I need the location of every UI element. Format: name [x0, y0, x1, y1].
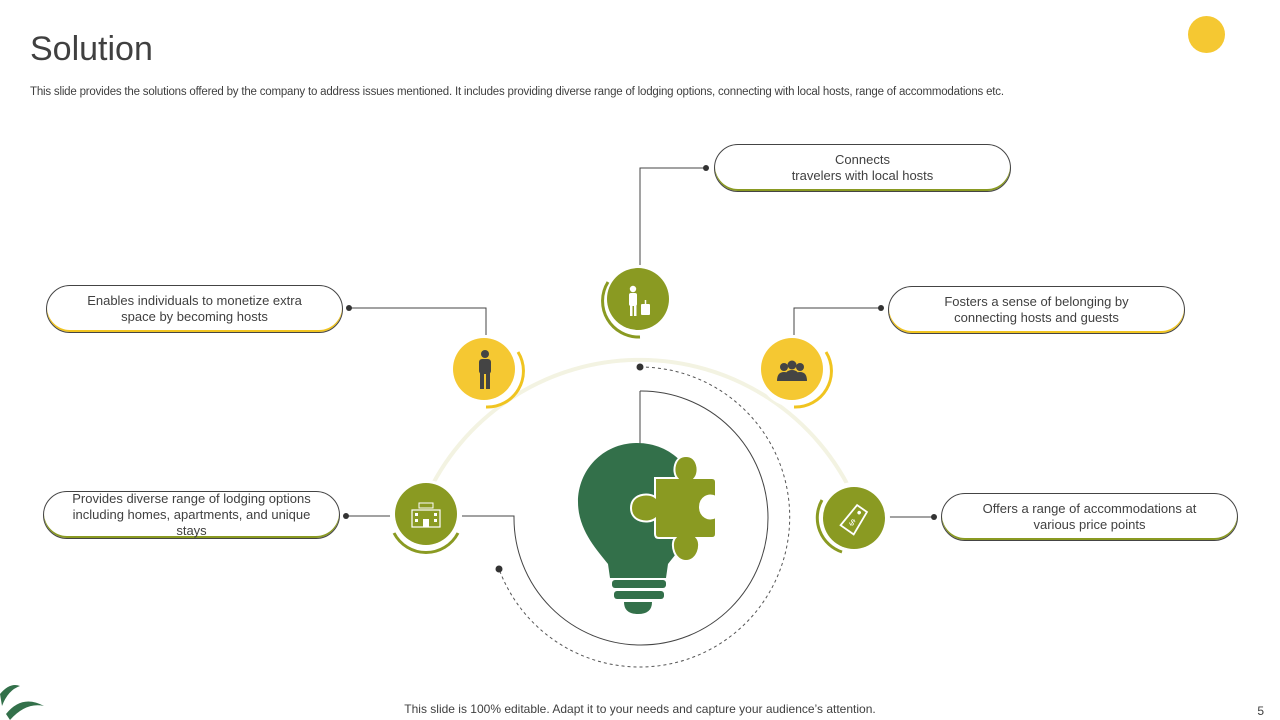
solution-price-text: Offers a range of accommodations at vari… [982, 501, 1197, 532]
connector-arc [423, 357, 857, 501]
connector-lodging-dot [343, 513, 349, 519]
slide-subtitle: This slide provides the solutions offere… [30, 86, 1004, 98]
traveler-luggage-icon [601, 265, 676, 339]
solution-monetize-box: Enables individuals to monetize extra sp… [46, 285, 343, 333]
connector-lodging-inner [458, 515, 515, 517]
price-tag-icon: $ [815, 482, 890, 554]
page-number: 5 [1257, 704, 1264, 718]
person-icon [450, 335, 525, 409]
solution-connect-box: Connects travelers with local hosts [714, 144, 1011, 192]
svg-text:$: $ [847, 517, 857, 528]
connector-connect-dot [703, 165, 709, 171]
dashed-arc [498, 366, 791, 668]
solution-belonging-box: Fosters a sense of belonging by connecti… [888, 286, 1185, 334]
slide-footer: This slide is 100% editable. Adapt it to… [404, 702, 876, 716]
connector-connect [639, 167, 706, 268]
solid-arc [513, 390, 769, 646]
decorative-yellow-dot [1188, 16, 1225, 53]
company-logo-leaf [0, 685, 44, 720]
solution-lodging-text: Provides diverse range of lodging option… [72, 491, 311, 538]
connector-monetize-dot [346, 305, 352, 311]
hotel-building-icon [390, 480, 462, 555]
connector-price-dot [931, 514, 937, 520]
solution-price-box: Offers a range of accommodations at vari… [941, 493, 1238, 541]
solution-lodging-box: Provides diverse range of lodging option… [43, 491, 340, 539]
dashed-arc-start-dot [636, 363, 644, 371]
group-icon [758, 335, 833, 409]
lightbulb-puzzle-icon [578, 443, 717, 614]
slide-title: Solution [30, 30, 153, 68]
connector-belonging-dot [878, 305, 884, 311]
solution-connect-text: Connects travelers with local hosts [791, 152, 934, 183]
dashed-arc-end-dot [495, 565, 503, 573]
solution-monetize-text: Enables individuals to monetize extra sp… [87, 293, 302, 324]
connector-monetize [349, 307, 487, 335]
connector-belonging [793, 307, 881, 335]
solution-belonging-text: Fosters a sense of belonging by connecti… [944, 294, 1129, 325]
